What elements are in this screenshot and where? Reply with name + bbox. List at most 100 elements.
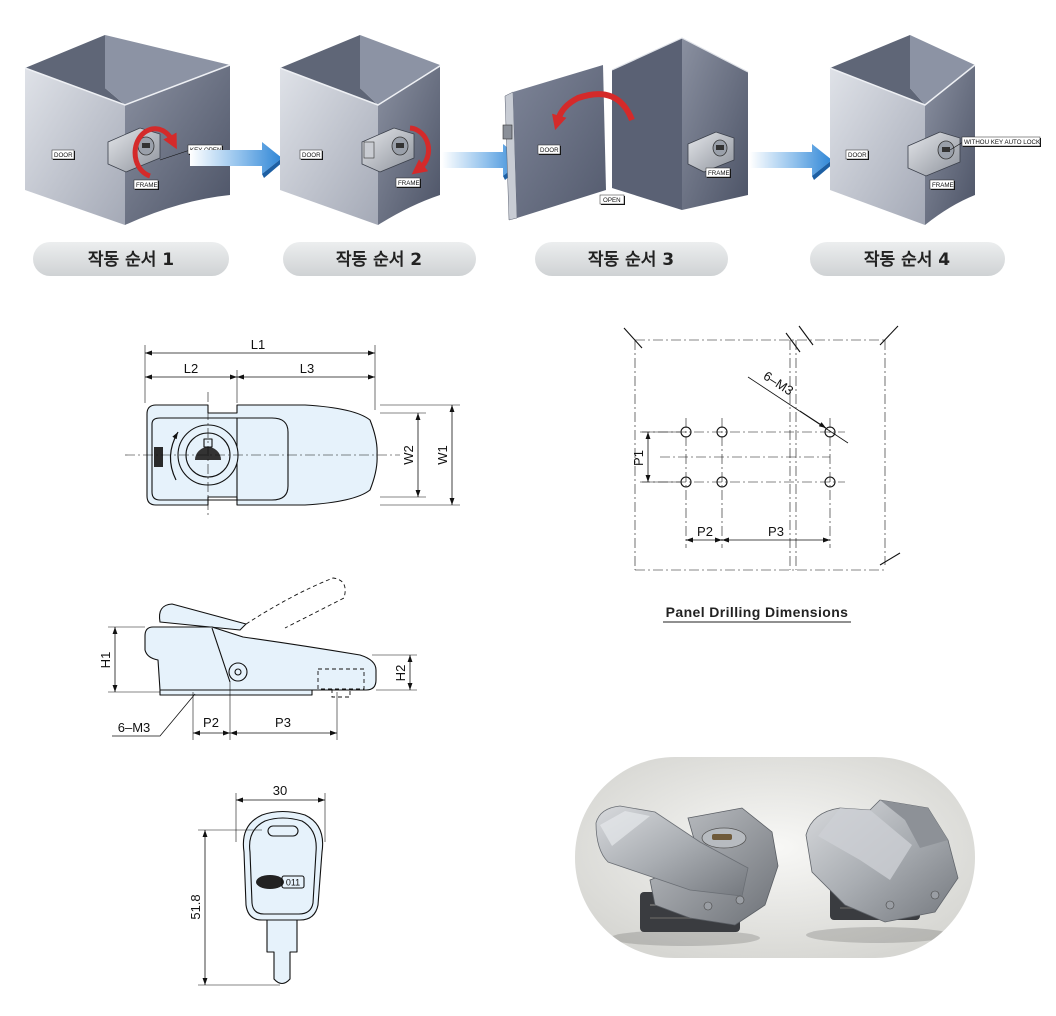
- step-3-illustration: DOOR FRAME OPEN: [502, 37, 749, 221]
- svg-text:작동 순서 3: 작동 순서 3: [588, 250, 674, 270]
- dim-h1: H1: [98, 652, 113, 669]
- enclosure-inner-right: [105, 35, 230, 105]
- frame-tag: FRAME: [395, 177, 421, 188]
- door-tag: DOOR: [299, 149, 323, 160]
- enclosure-inner-face: [612, 38, 682, 210]
- dim-thread: 6–M3: [761, 368, 796, 398]
- lever-outline: [151, 417, 289, 501]
- side-view-drawing: H1 H2 P2 P3 6–M3: [98, 577, 417, 740]
- dim-p3: P3: [275, 715, 291, 730]
- frame-tag: FRAME: [929, 179, 955, 190]
- latch-icon: [687, 131, 735, 173]
- step-4-illustration: DOOR WITHOU KEY AUTO LOCK FRAME: [829, 35, 1041, 225]
- step-1-illustration: DOOR KEY OPEN FRAME: [24, 35, 231, 225]
- enclosure-right-face: [682, 38, 748, 210]
- pivot-pin-icon: [228, 662, 248, 682]
- base-plate: [159, 689, 313, 696]
- svg-text:WITHOU KEY AUTO LOCK: WITHOU KEY AUTO LOCK: [964, 139, 1041, 146]
- key-drawing: 011 30 51.8: [188, 783, 326, 986]
- latch-photo-closed: [805, 799, 959, 943]
- enclosure-inner-left: [830, 35, 925, 105]
- svg-text:FRAME: FRAME: [932, 182, 954, 189]
- auto-lock-tag: WITHOU KEY AUTO LOCK: [961, 136, 1041, 147]
- open-lever-ghost: [239, 577, 346, 629]
- step-label-2: 작동 순서 2: [283, 242, 476, 276]
- dim-p2: P2: [203, 715, 219, 730]
- raised-lid: [158, 603, 247, 631]
- direction-arrow-icon: [190, 142, 284, 178]
- step-label-1: 작동 순서 1: [33, 242, 229, 276]
- dim-l2: L2: [184, 361, 198, 376]
- enclosure-rim: [829, 64, 976, 106]
- frame-tag: FRAME: [133, 179, 159, 190]
- dim-key-length: 51.8: [188, 894, 203, 919]
- enclosure-rim: [611, 37, 749, 73]
- key-blade: [266, 919, 298, 985]
- svg-text:DOOR: DOOR: [54, 152, 73, 159]
- dim-l3: L3: [300, 361, 314, 376]
- enclosure-inner-left: [280, 35, 378, 105]
- svg-text:작동 순서 1: 작동 순서 1: [88, 250, 174, 270]
- dim-key-width: 30: [273, 783, 287, 798]
- dim-thread: 6–M3: [118, 720, 151, 735]
- svg-text:DOOR: DOOR: [848, 152, 867, 159]
- key-ring-slot: [267, 825, 299, 837]
- open-tag: OPEN: [599, 194, 625, 205]
- step-label-4: 작동 순서 4: [810, 242, 1005, 276]
- hidden-screw-boss: [317, 668, 365, 690]
- svg-text:DOOR: DOOR: [302, 152, 321, 159]
- svg-text:OPEN: OPEN: [603, 197, 621, 204]
- step-2-illustration: DOOR FRAME: [279, 35, 441, 225]
- rotation-arrow-icon: [409, 125, 432, 175]
- step-label-3: 작동 순서 3: [535, 242, 728, 276]
- product-photo: [575, 757, 975, 958]
- turn-direction-icon: [169, 431, 179, 481]
- door-panel: [513, 65, 606, 218]
- rotation-arrow-icon: [552, 91, 635, 131]
- svg-text:작동 순서 2: 작동 순서 2: [336, 250, 422, 270]
- frame-tag: FRAME: [705, 167, 731, 178]
- rotation-arrow-icon: [132, 126, 177, 179]
- svg-text:DOOR: DOOR: [540, 147, 559, 154]
- latch-icon: [907, 131, 961, 177]
- dim-l1: L1: [251, 337, 265, 352]
- dim-w2: W2: [401, 445, 416, 465]
- top-view-drawing: L1 L2 L3 W2 W1: [125, 337, 460, 518]
- mounting-hole: [716, 426, 728, 438]
- enclosure-rim: [279, 65, 441, 106]
- key-pointer-line: [159, 149, 191, 161]
- enclosure-rim: [24, 64, 231, 106]
- key-number: 011: [286, 878, 300, 888]
- latch-body-profile: [144, 626, 377, 691]
- svg-text:작동 순서 4: 작동 순서 4: [864, 250, 950, 270]
- latch-icon: [361, 127, 415, 173]
- door-hinge-icon: [502, 124, 513, 140]
- door-tag: DOOR: [51, 149, 75, 160]
- door-tag: DOOR: [845, 149, 869, 160]
- enclosure-left-face: [280, 68, 378, 225]
- key-grip-icon: [256, 875, 284, 889]
- panel-drilling-drawing: P1 P2 P3 6–M3 Panel Drilling Dimensions: [623, 325, 901, 623]
- dim-w1: W1: [435, 445, 450, 465]
- mounting-hole: [716, 476, 728, 488]
- brand-mark: [154, 447, 163, 467]
- key-head: [242, 810, 324, 921]
- mounting-hole: [680, 476, 692, 488]
- enclosure-inner-right: [360, 35, 440, 105]
- svg-text:FRAME: FRAME: [708, 170, 730, 177]
- dim-p1: P1: [631, 450, 646, 466]
- auto-lock-pointer-line: [949, 141, 964, 151]
- direction-arrow-icon: [750, 144, 834, 180]
- enclosure-inner-right: [910, 35, 975, 105]
- dim-p2: P2: [697, 524, 713, 539]
- panel-drilling-caption: Panel Drilling Dimensions: [666, 604, 849, 620]
- mounting-hole: [824, 426, 836, 438]
- dim-p3: P3: [768, 524, 784, 539]
- svg-text:FRAME: FRAME: [398, 180, 420, 187]
- mounting-hole: [824, 476, 836, 488]
- dim-h2: H2: [393, 665, 408, 682]
- enclosure-left-face: [25, 68, 125, 225]
- svg-text:FRAME: FRAME: [136, 182, 158, 189]
- enclosure-inner-left: [25, 35, 125, 105]
